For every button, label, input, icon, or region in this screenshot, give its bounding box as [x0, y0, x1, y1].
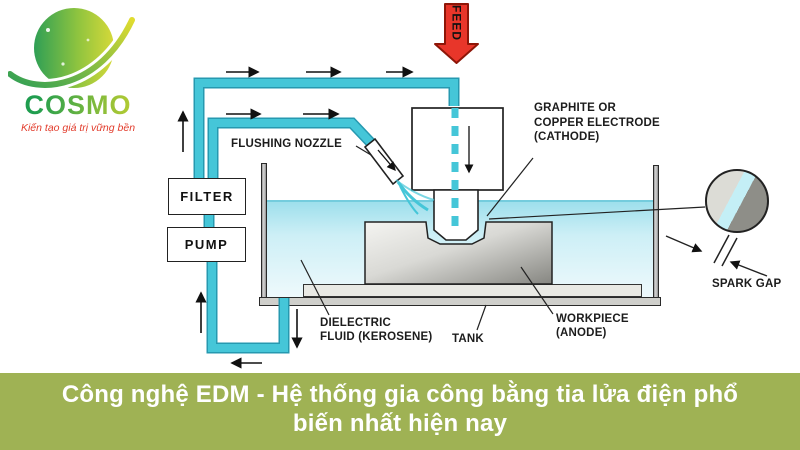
cosmo-planet-icon: [8, 8, 138, 91]
spark-gap-detail-circle: [705, 169, 769, 233]
workpiece-platform: [303, 284, 642, 297]
title-banner: Công nghệ EDM - Hệ thống gia công bằng t…: [0, 373, 800, 450]
tank-wall-right: [653, 165, 659, 306]
cosmo-logo: COSMO Kiến tạo giá trị vững bền: [8, 4, 148, 134]
filter-label: FILTER: [180, 189, 234, 204]
banner-title-line2: biến nhất hiện nay: [292, 410, 508, 437]
electrode-label-line1: GRAPHITE OR: [534, 102, 617, 114]
tank-label: TANK: [452, 333, 484, 345]
flushing-nozzle-icon: [363, 137, 405, 186]
spark-gap-dimension: [665, 234, 768, 277]
tank-bottom: [259, 297, 661, 306]
brand-name: COSMO: [8, 90, 148, 121]
spark-gap-label: SPARK GAP: [712, 278, 782, 290]
feed-label: FEED: [449, 4, 464, 41]
filter-box: FILTER: [168, 178, 246, 215]
banner-title-line1: Công nghệ EDM - Hệ thống gia công bằng t…: [61, 381, 739, 408]
electrode-label: GRAPHITE OR COPPER ELECTRODE (CATHODE): [534, 101, 660, 145]
pump-label: PUMP: [184, 237, 229, 252]
flushing-nozzle-label: FLUSHING NOZZLE: [231, 138, 342, 150]
pump-box: PUMP: [167, 227, 246, 262]
brand-tagline: Kiến tạo giá trị vững bền: [20, 122, 136, 134]
dielectric-label-line1: DIELECTRIC: [320, 317, 391, 329]
dielectric-fluid: [267, 200, 653, 297]
electrode-label-line2: COPPER ELECTRODE: [534, 116, 660, 129]
workpiece-label: WORKPIECE (ANODE): [556, 313, 629, 340]
tank-wall-left: [261, 163, 267, 306]
electrode-label-line3: (CATHODE): [534, 131, 600, 143]
workpiece-label-line1: WORKPIECE: [556, 313, 629, 325]
dielectric-label-line2: FLUID (KEROSENE): [320, 330, 433, 343]
workpiece-label-line2: (ANODE): [556, 326, 607, 339]
dielectric-fluid-label: DIELECTRIC FLUID (KEROSENE): [320, 317, 432, 344]
